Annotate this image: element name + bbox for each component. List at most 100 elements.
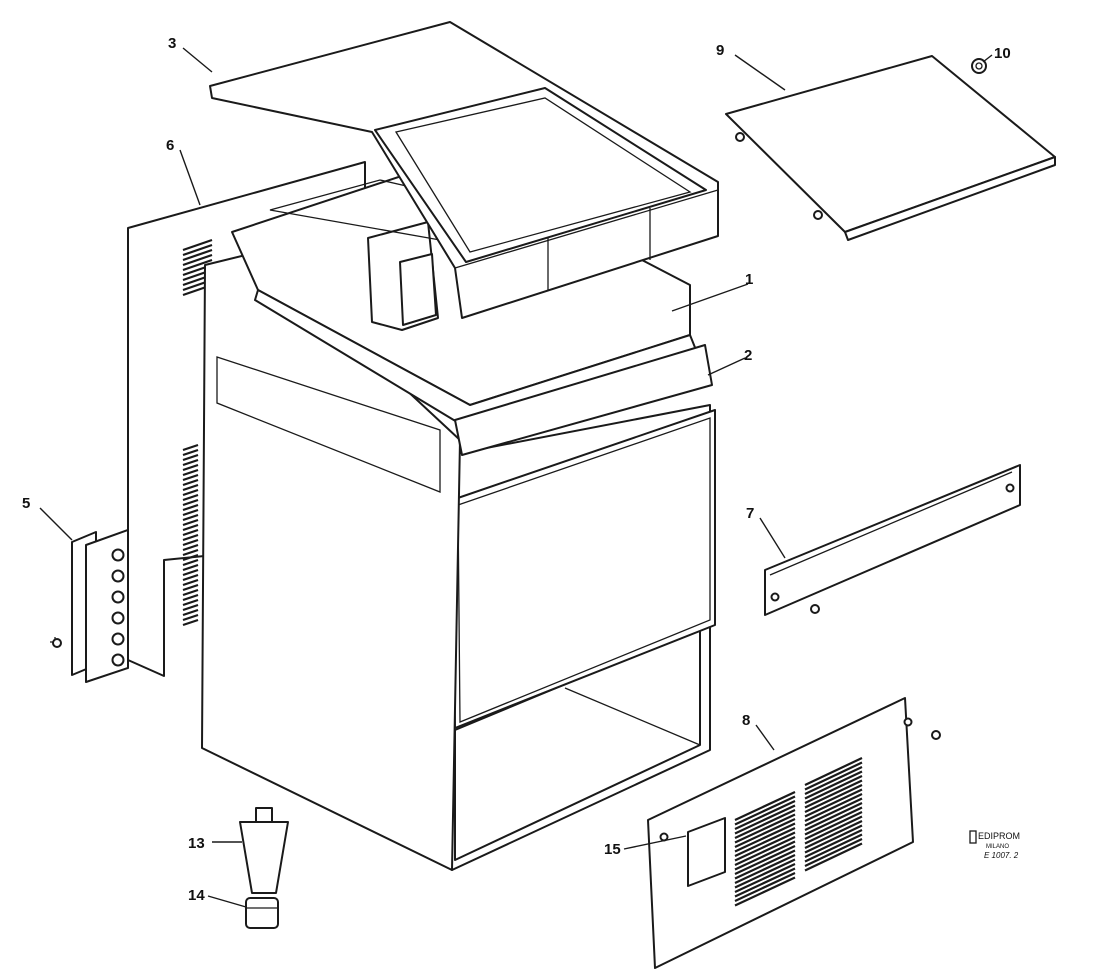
bracket-hole <box>111 611 125 625</box>
callout-13: 13 <box>188 835 205 852</box>
vent-slat <box>734 818 796 848</box>
vent-slat <box>804 815 863 845</box>
vent-slat <box>804 775 863 804</box>
vent-slat <box>182 613 199 622</box>
vent-slat <box>182 563 199 572</box>
vent-slat <box>182 493 199 502</box>
vent-slat <box>182 463 199 472</box>
callout-15: 15 <box>604 841 621 858</box>
part-5-bracket <box>50 529 129 683</box>
vent-slat <box>734 791 796 821</box>
grille-vents <box>734 757 863 907</box>
vent-slat <box>734 822 796 853</box>
vent-slat <box>182 593 199 602</box>
publisher-name: EDIPROM <box>978 831 1020 841</box>
bracket-hole <box>111 653 125 667</box>
vent-slat <box>182 573 199 582</box>
vent-slat <box>182 533 199 542</box>
part-10-knob <box>971 58 987 74</box>
drawing-code: E 1007. 2 <box>984 851 1019 860</box>
callout-14: 14 <box>188 887 205 904</box>
vent-slat <box>182 458 199 467</box>
vent-slat <box>182 548 199 557</box>
vent-slat <box>804 802 863 831</box>
vent-slat <box>182 598 199 607</box>
vent-slat <box>734 813 796 844</box>
vent-slat <box>734 840 796 871</box>
vent-slat <box>182 528 199 537</box>
vent-slat <box>182 238 213 252</box>
vent-slat <box>182 568 199 577</box>
vent-slat <box>182 523 199 532</box>
vent-slat <box>804 806 863 836</box>
vent-slat <box>734 804 796 835</box>
vent-slat <box>182 508 199 517</box>
vent-slat <box>182 608 199 617</box>
bracket-holes <box>111 548 125 667</box>
vent-slat <box>734 845 796 875</box>
vent-slat <box>182 618 199 627</box>
publisher-city: MILANO <box>986 844 1009 850</box>
vent-slat <box>804 811 863 840</box>
vent-slat <box>182 258 213 272</box>
vent-slat <box>804 838 863 867</box>
part-8-grille-panel <box>647 697 941 969</box>
vent-slat <box>182 473 199 482</box>
vent-slat <box>182 603 199 612</box>
vent-slat <box>734 827 796 857</box>
part-3-top-frame <box>209 21 719 319</box>
part-15-label-plate <box>687 817 726 887</box>
vent-slat <box>804 824 863 854</box>
vent-slat <box>804 797 863 827</box>
vent-slat <box>804 788 863 818</box>
vent-slat <box>182 448 199 457</box>
vent-slat <box>182 443 199 452</box>
vent-slat <box>182 588 199 597</box>
callout-6: 6 <box>166 137 174 154</box>
vent-slat <box>182 243 213 257</box>
vent-slat <box>804 779 863 809</box>
callout-2: 2 <box>744 347 752 364</box>
vent-slat <box>804 829 863 858</box>
vent-slat <box>182 518 199 527</box>
vent-slat <box>182 248 213 262</box>
vent-slat <box>734 831 796 862</box>
part-13-leg <box>239 807 289 894</box>
publisher-logo: EDIPROM MILANO E 1007. 2 <box>969 830 1020 860</box>
vent-slat <box>804 842 863 872</box>
callout-5: 5 <box>22 495 30 512</box>
vent-slat <box>182 253 213 267</box>
vent-slat <box>734 867 796 898</box>
vent-slat <box>182 583 199 592</box>
vent-slat <box>804 784 863 813</box>
callout-8: 8 <box>742 712 750 729</box>
vent-slat <box>734 872 796 902</box>
callout-7: 7 <box>746 505 754 522</box>
vent-slat <box>734 863 796 893</box>
leader-lines <box>39 47 993 908</box>
vent-slat <box>804 757 863 786</box>
vent-slat <box>182 538 199 547</box>
callout-1: 1 <box>745 271 753 288</box>
vent-slat <box>734 836 796 866</box>
vent-slat <box>734 858 796 889</box>
vent-slat <box>804 770 863 800</box>
vent-slat <box>734 854 796 884</box>
vent-slat <box>734 876 796 907</box>
vent-slat <box>182 503 199 512</box>
bracket-hole <box>111 590 125 604</box>
vent-slat <box>734 849 796 880</box>
callout-3: 3 <box>168 35 176 52</box>
vent-slat <box>182 558 199 567</box>
vent-slat <box>734 809 796 839</box>
vent-slat <box>734 795 796 826</box>
vent-slat <box>182 498 199 507</box>
vent-slat <box>804 793 863 822</box>
vent-slat <box>804 761 863 791</box>
vent-slat <box>804 820 863 849</box>
callout-9: 9 <box>716 42 724 59</box>
bracket-hole <box>111 569 125 583</box>
vent-slat <box>182 578 199 587</box>
callout-10: 10 <box>994 45 1011 62</box>
